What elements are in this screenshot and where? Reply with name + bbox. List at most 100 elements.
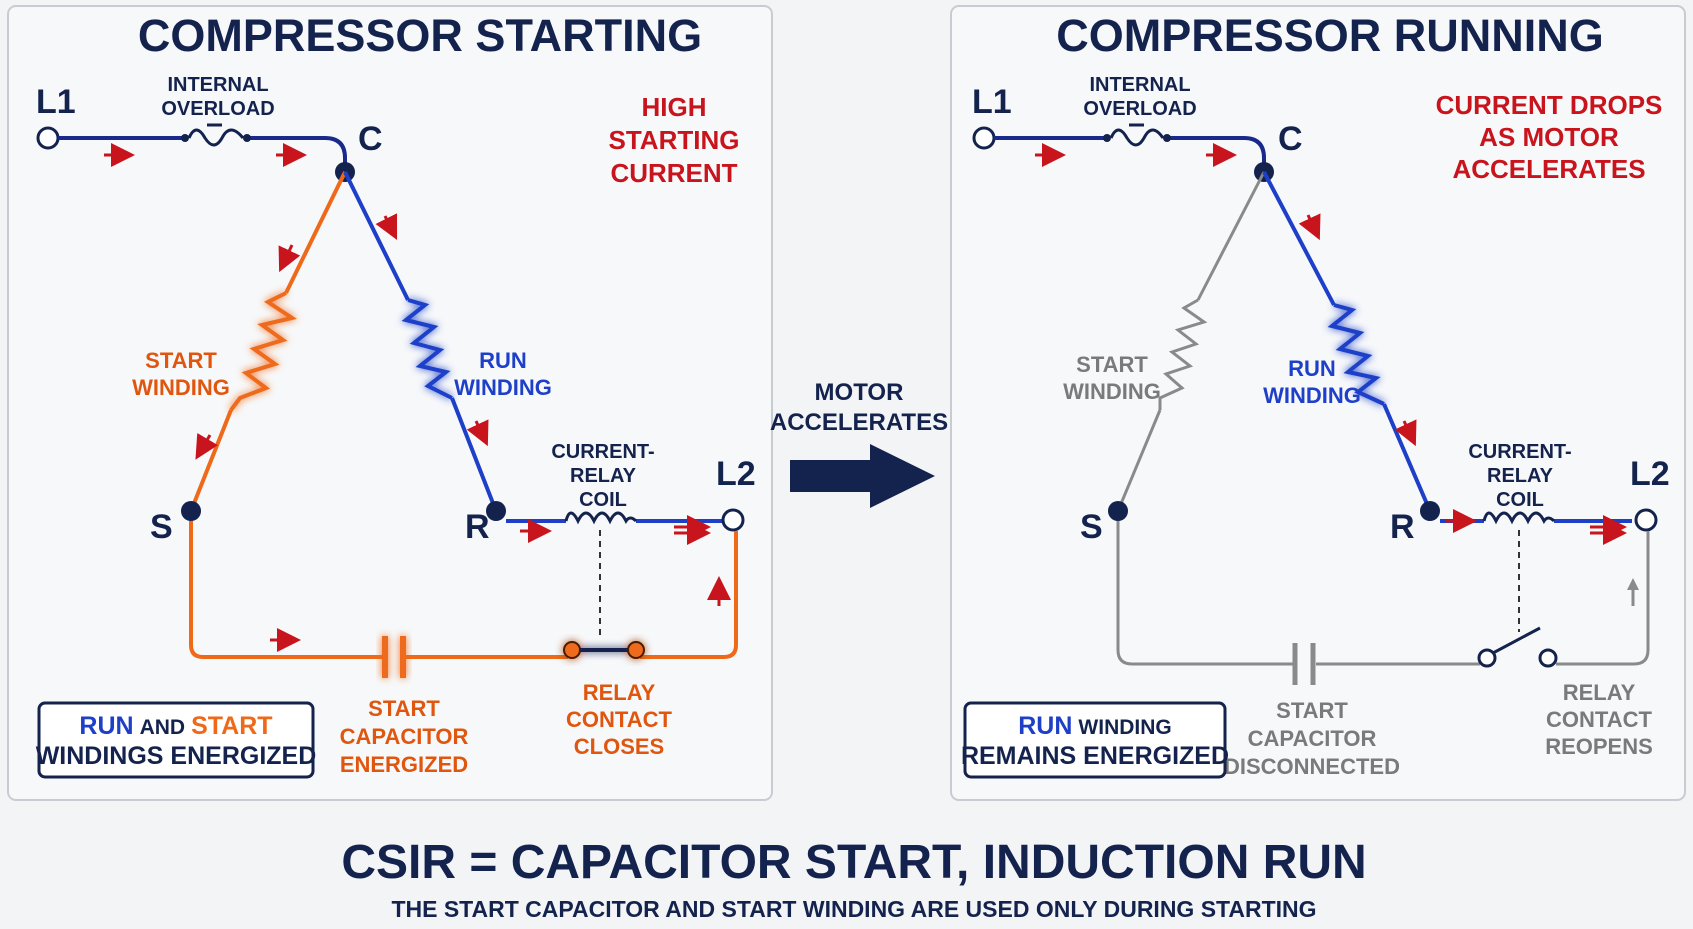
capacitor-label-right-line2: CAPACITOR — [1248, 726, 1377, 751]
overload-label-right-line1: INTERNAL — [1089, 74, 1190, 96]
footer-title: CSIR = CAPACITOR START, INDUCTION RUN — [341, 836, 1366, 889]
overload-label-line1: INTERNAL — [167, 74, 268, 96]
left-panel-frame — [7, 5, 773, 801]
legend-and-word: AND — [140, 716, 186, 739]
capacitor-label-line3: ENERGIZED — [340, 752, 468, 777]
relay-contact-closed — [563, 641, 645, 659]
start-capacitor-symbol-right — [1292, 643, 1316, 685]
relay-contact-label-line3: CLOSES — [574, 734, 664, 759]
center-transition: MOTOR ACCELERATES — [770, 379, 948, 508]
idle-arrow-right — [1627, 578, 1639, 606]
c-label-right: C — [1278, 120, 1303, 158]
start-winding — [189, 171, 347, 512]
l1-label-right: L1 — [972, 83, 1012, 121]
left-panel: COMPRESSOR STARTING L1 INTERNAL OVERLOAD… — [7, 5, 773, 801]
right-panel-frame — [950, 5, 1686, 801]
relay-coil-label-right-line1: CURRENT- — [1468, 441, 1571, 463]
relay-coil-label-line1: CURRENT- — [551, 441, 654, 463]
l1-label: L1 — [36, 83, 76, 121]
start-winding-coil — [229, 291, 297, 412]
right-arrow-icon — [790, 444, 935, 508]
capacitor-label-line2: CAPACITOR — [340, 724, 469, 749]
c-label: C — [358, 120, 383, 158]
relay-contact-label-line1: RELAY — [583, 680, 656, 705]
current-drops-note-line3: ACCELERATES — [1452, 154, 1645, 184]
capacitor-label-right-line3: DISCONNECTED — [1224, 754, 1400, 779]
capacitor-label-right-line1: START — [1276, 698, 1348, 723]
current-flow-arrows-left — [104, 143, 731, 652]
r-label-right: R — [1390, 508, 1415, 546]
l1-terminal-right — [972, 126, 996, 150]
relay-coil-label-right-line2: RELAY — [1487, 465, 1554, 487]
l2-terminal — [721, 508, 745, 532]
right-legend-box — [963, 701, 1227, 779]
run-winding-label-line1: RUN — [479, 348, 527, 373]
run-winding-label-right-line1: RUN — [1288, 356, 1336, 381]
start-circuit-wire — [189, 521, 738, 659]
run-winding-label-right-line2: WINDING — [1263, 383, 1361, 408]
overload-label-line2: OVERLOAD — [161, 98, 274, 120]
relay-contact-label-line2: CONTACT — [566, 707, 672, 732]
run-winding-coil — [401, 298, 453, 400]
right-panel: COMPRESSOR RUNNING L1 INTERNAL OVERLOAD … — [950, 5, 1686, 801]
l1-wire-right — [994, 136, 1266, 170]
relay-contact-label-right-line3: REOPENS — [1545, 734, 1653, 759]
right-legend-line2: REMAINS ENERGIZED — [961, 742, 1229, 770]
legend-start-word: START — [191, 712, 272, 740]
start-winding-coil-right — [1158, 298, 1208, 410]
s-label-right: S — [1080, 508, 1103, 546]
s-terminal-node — [181, 501, 201, 521]
s-terminal-node-right — [1108, 501, 1128, 521]
s-label: S — [150, 508, 173, 546]
high-current-note-line3: CURRENT — [610, 158, 737, 188]
current-drops-note-line2: AS MOTOR — [1479, 122, 1619, 152]
run-winding-label-line2: WINDING — [454, 375, 552, 400]
l2-label-right: L2 — [1630, 455, 1670, 493]
r-label: R — [465, 508, 490, 546]
relay-contact-open — [1477, 626, 1558, 668]
right-panel-title: COMPRESSOR RUNNING — [1056, 10, 1604, 61]
current-flow-arrows-right — [1035, 143, 1627, 545]
start-winding-label-right-line2: WINDING — [1063, 379, 1161, 404]
relay-contact-label-right-line2: CONTACT — [1546, 707, 1652, 732]
run-winding-coil-right — [1327, 303, 1385, 406]
r-terminal-node — [486, 501, 506, 521]
high-current-note-line2: STARTING — [609, 125, 740, 155]
start-winding-label-line1: START — [145, 348, 217, 373]
legend-run-word-right: RUN — [1018, 712, 1072, 740]
relay-coil-label-right-line3: COIL — [1496, 489, 1544, 511]
legend-winding-word-right: WINDING — [1078, 716, 1171, 739]
right-legend-line1: RUN WINDING — [1018, 712, 1172, 740]
center-label-line1: MOTOR — [815, 379, 904, 406]
start-winding-label-line2: WINDING — [132, 375, 230, 400]
overload-label-right-line2: OVERLOAD — [1083, 98, 1196, 120]
l2-label: L2 — [716, 455, 756, 493]
l2-terminal-right — [1634, 508, 1658, 532]
left-legend-box — [37, 701, 315, 779]
high-current-note-line1: HIGH — [642, 92, 707, 122]
start-winding-deenergized — [1116, 171, 1266, 512]
center-label-line2: ACCELERATES — [770, 409, 948, 436]
l1-wire — [58, 136, 347, 170]
start-capacitor-symbol — [382, 636, 406, 678]
left-legend-line2: WINDINGS ENERGIZED — [36, 742, 317, 770]
legend-run-word: RUN — [79, 712, 133, 740]
relay-coil-label-line3: COIL — [579, 489, 627, 511]
r-terminal-node-right — [1420, 501, 1440, 521]
start-circuit-wire-right — [1116, 521, 1650, 666]
internal-overload-symbol-right — [1103, 123, 1171, 147]
current-relay-coil-symbol-right — [1482, 511, 1556, 525]
relay-coil-label-line2: RELAY — [570, 465, 637, 487]
current-drops-note-line1: CURRENT DROPS — [1436, 90, 1663, 120]
capacitor-label-line1: START — [368, 696, 440, 721]
l1-terminal — [36, 126, 60, 150]
internal-overload-symbol — [181, 123, 251, 147]
footer-subtitle: THE START CAPACITOR AND START WINDING AR… — [391, 896, 1316, 922]
relay-contact-label-right-line1: RELAY — [1563, 680, 1636, 705]
left-panel-title: COMPRESSOR STARTING — [138, 10, 702, 61]
start-winding-label-right-line1: START — [1076, 352, 1148, 377]
current-relay-coil-symbol — [564, 511, 638, 525]
